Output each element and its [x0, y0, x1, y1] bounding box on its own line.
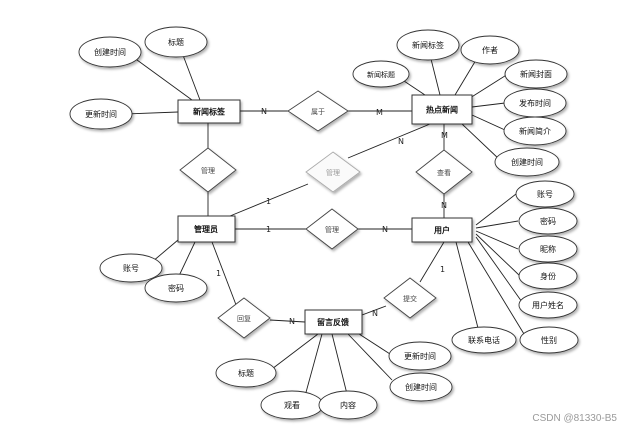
- svg-text:提交: 提交: [403, 294, 417, 303]
- card-tag-belongs: N: [261, 107, 267, 116]
- attr-tag-title: 标题: [168, 37, 184, 47]
- attr-news-title: 新闻标题: [367, 70, 395, 79]
- svg-text:属于: 属于: [311, 108, 325, 116]
- attr-tag-updated: 更新时间: [85, 109, 117, 119]
- attr-fb-updated: 更新时间: [404, 351, 436, 361]
- svg-text:查看: 查看: [437, 168, 451, 177]
- relation-submit: 提交: [383, 277, 437, 319]
- svg-text:热点新闻: 热点新闻: [426, 105, 458, 115]
- card-admin-user-1: 1: [266, 225, 271, 234]
- attr-news-publish: 发布时间: [519, 98, 551, 108]
- attr-fb-created: 创建时间: [405, 382, 437, 392]
- card-submit-user: 1: [440, 265, 445, 274]
- svg-text:新闻标签: 新闻标签: [193, 107, 226, 117]
- relation-manage-user: 管理: [305, 208, 359, 250]
- svg-text:回复: 回复: [237, 314, 251, 323]
- card-fb-submit: N: [372, 309, 378, 318]
- card-view-user: N: [441, 201, 447, 210]
- attr-tag-created: 创建时间: [94, 47, 126, 57]
- card-admin-news-n: N: [398, 137, 404, 146]
- entity-news-tag: 新闻标签: [177, 99, 241, 124]
- entity-feedback: 留言反馈: [304, 309, 363, 335]
- attr-user-name: 用户姓名: [532, 300, 564, 310]
- card-admin-news-1: 1: [266, 197, 271, 206]
- entity-admin: 管理员: [177, 215, 236, 243]
- attr-fb-views: 观看: [284, 401, 300, 410]
- svg-text:留言反馈: 留言反馈: [317, 317, 349, 327]
- attr-news-tag: 新闻标签: [412, 40, 444, 50]
- svg-text:用户: 用户: [433, 225, 450, 235]
- attr-news-created: 创建时间: [511, 157, 543, 167]
- svg-text:管理员: 管理员: [194, 224, 218, 234]
- attr-admin-password: 密码: [168, 283, 184, 293]
- card-belongs-news: M: [376, 108, 383, 117]
- card-admin-user-n: N: [382, 225, 388, 234]
- relation-view: 查看: [415, 149, 473, 195]
- attr-user-password: 密码: [540, 216, 556, 226]
- attr-user-nickname: 昵称: [540, 244, 556, 254]
- attr-admin-account: 账号: [123, 264, 139, 273]
- entity-hot-news: 热点新闻: [411, 94, 473, 125]
- svg-text:管理: 管理: [201, 166, 215, 175]
- attr-news-cover: 新闻封面: [520, 69, 552, 79]
- attr-fb-title: 标题: [238, 368, 254, 378]
- attr-news-intro: 新闻简介: [519, 126, 551, 136]
- relation-belongs: 属于: [287, 90, 349, 132]
- entity-user: 用户: [411, 217, 473, 243]
- attr-news-author: 作者: [482, 45, 498, 55]
- card-view-news: M: [441, 131, 448, 140]
- attr-user-identity: 身份: [540, 271, 556, 281]
- attr-user-gender: 性别: [541, 335, 557, 345]
- svg-text:管理: 管理: [325, 225, 339, 234]
- relation-reply: 回复: [217, 297, 271, 339]
- card-admin-reply: 1: [216, 269, 221, 278]
- attr-user-account: 账号: [537, 190, 553, 199]
- relation-manage-tag: 管理: [179, 147, 237, 193]
- cardinality-labels: N M 1 N 1 N M N 1 N N 1: [216, 107, 448, 326]
- attr-fb-content: 内容: [340, 400, 356, 410]
- relation-manage-news: 管理: [305, 151, 361, 193]
- watermark: CSDN @81330-B5: [532, 413, 617, 424]
- card-reply-fb: N: [289, 317, 295, 326]
- svg-text:管理: 管理: [326, 168, 340, 177]
- attr-user-phone: 联系电话: [468, 335, 500, 345]
